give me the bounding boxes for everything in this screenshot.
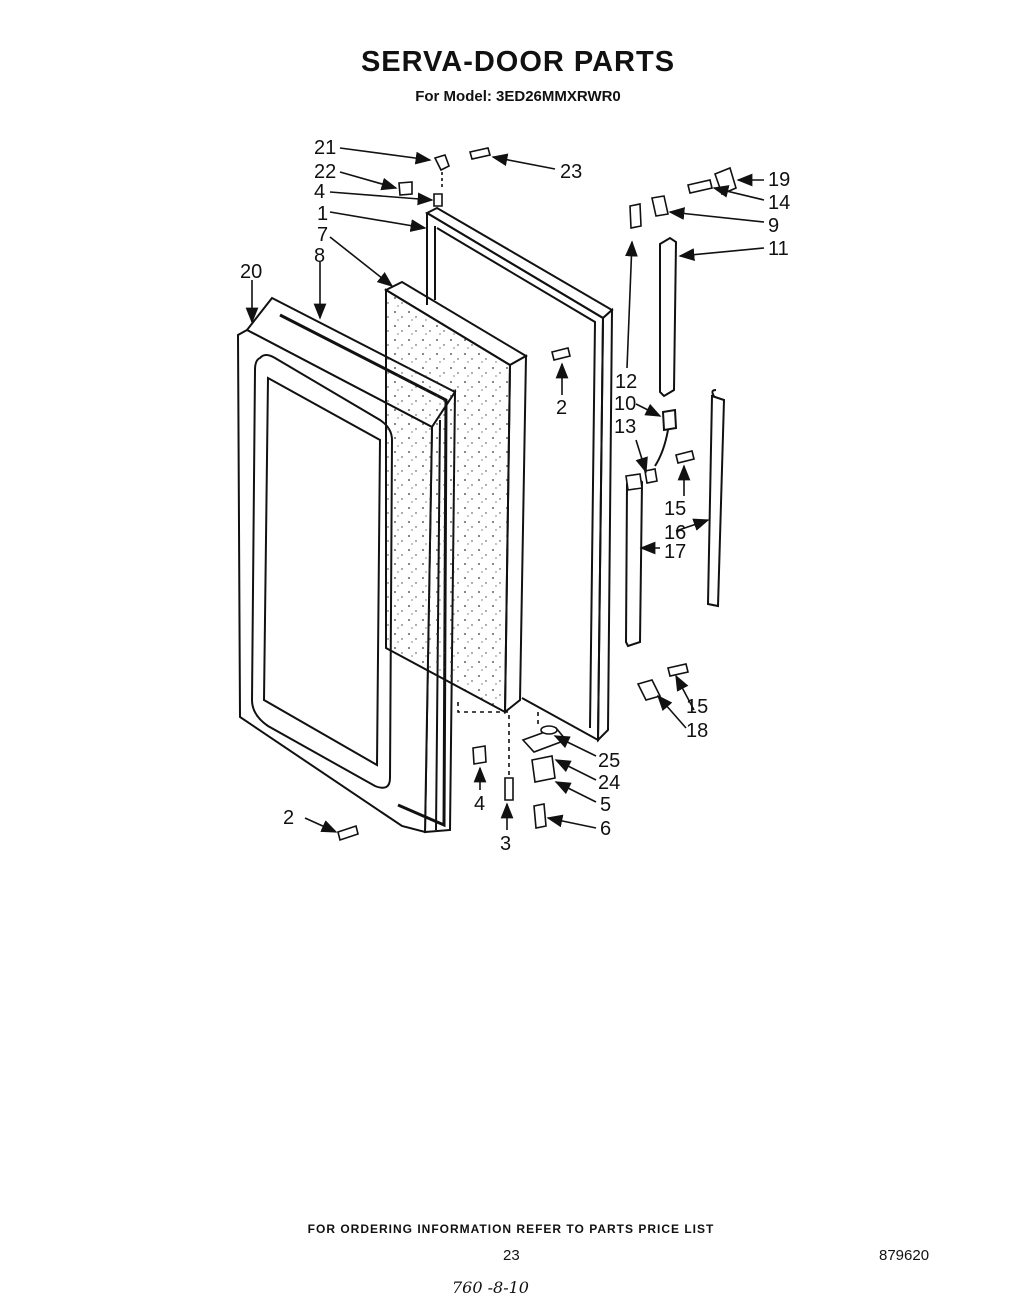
model-subtitle: For Model: 3ED26MMXRWR0	[415, 88, 621, 105]
callout-15-upper: 15	[664, 498, 686, 520]
wire-connector	[654, 408, 678, 467]
callout-12: 12	[615, 371, 637, 393]
callout-6: 6	[600, 818, 611, 840]
callout-17: 17	[664, 541, 686, 563]
callout-25: 25	[598, 750, 620, 772]
callout-labels: 21 22 4 1 7 8 20 23 19 14 9 11 2 12 10 1…	[240, 137, 790, 855]
callout-2-right: 2	[556, 397, 567, 419]
callout-16: 16	[664, 522, 686, 544]
door-trim-top	[659, 236, 678, 398]
callout-2-left: 2	[283, 807, 294, 829]
callout-4-bottom: 4	[474, 793, 485, 815]
door-handle-bar	[624, 476, 644, 648]
callout-13: 13	[614, 416, 636, 438]
callout-3: 3	[500, 833, 511, 855]
document-number: 879620	[879, 1247, 930, 1264]
callout-21: 21	[314, 137, 336, 159]
callout-14: 14	[768, 192, 790, 214]
callout-15-lower: 15	[686, 696, 708, 718]
leader-lines	[245, 147, 765, 833]
inner-door-liner	[424, 206, 614, 743]
callout-23: 23	[560, 161, 582, 183]
ordering-info-note: FOR ORDERING INFORMATION REFER TO PARTS …	[307, 1222, 715, 1236]
page-title: SERVA-DOOR PARTS	[360, 46, 676, 78]
callout-22: 22	[314, 161, 336, 183]
callout-20: 20	[240, 261, 262, 283]
callout-11: 11	[768, 238, 789, 260]
callout-4-top: 4	[314, 181, 325, 203]
handwritten-note: 760 -8-10	[452, 1278, 529, 1297]
hardware-parts	[337, 147, 737, 842]
callout-18: 18	[686, 720, 708, 742]
callout-10: 10	[614, 393, 636, 415]
page-number: 23	[503, 1247, 520, 1264]
callout-5: 5	[600, 794, 611, 816]
callout-9: 9	[768, 215, 779, 237]
callout-1: 1	[317, 203, 328, 225]
door-trim-strip	[706, 389, 726, 608]
callout-8: 8	[314, 245, 325, 267]
insulation-foam-panel	[383, 280, 528, 715]
callout-7: 7	[317, 224, 328, 246]
callout-19: 19	[768, 169, 790, 191]
callout-24: 24	[598, 772, 620, 794]
